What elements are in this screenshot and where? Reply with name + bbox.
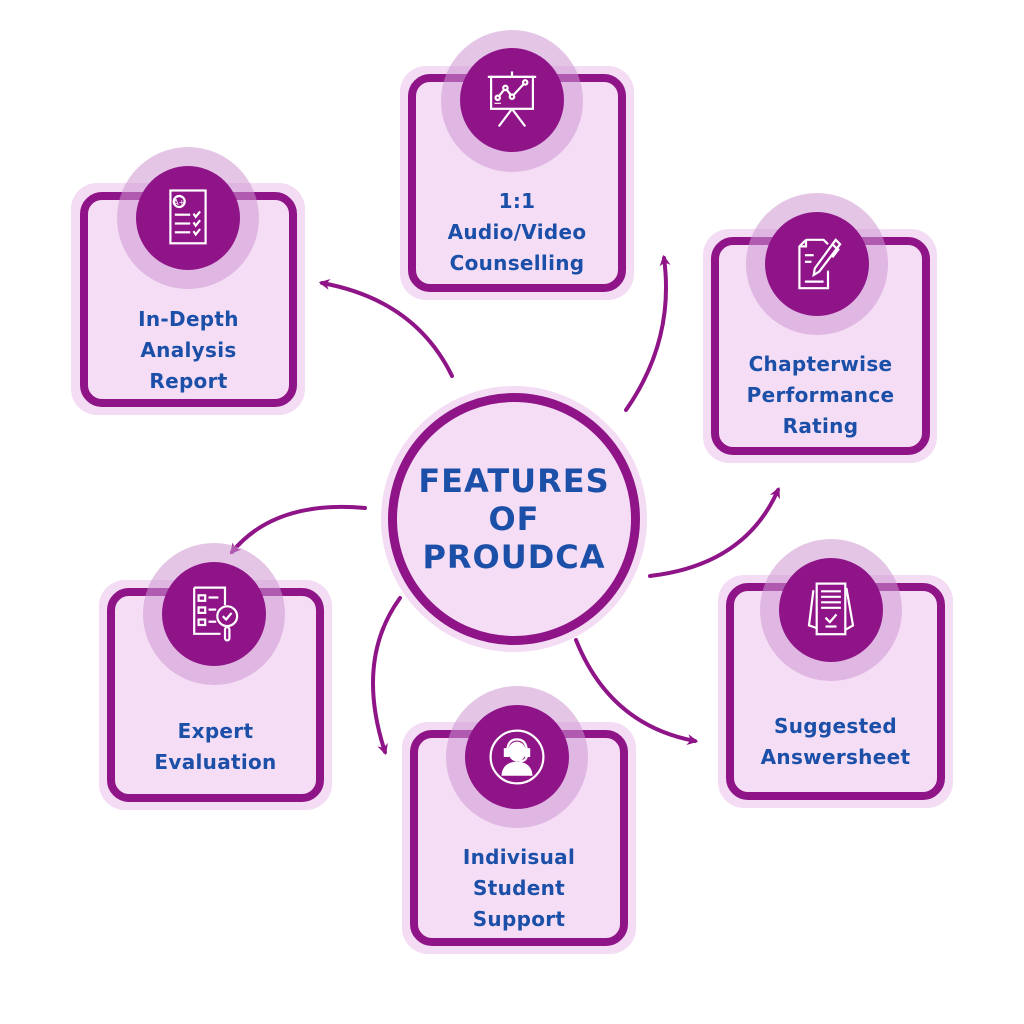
label-line: Analysis — [140, 338, 237, 362]
label-line: Support — [472, 907, 566, 931]
arrow-to-chapterwise — [648, 486, 780, 578]
label-line: Evaluation — [154, 750, 277, 774]
icon-disc — [779, 558, 883, 662]
presentation-chart-icon — [487, 71, 537, 128]
feature-label: Indivisual Student Support — [418, 842, 620, 935]
icon-disc — [460, 48, 564, 152]
label-line: Answersheet — [760, 745, 911, 769]
label-line: Suggested — [774, 714, 897, 738]
title-line-3: PROUDCA — [422, 538, 606, 576]
icon-disc: A+ — [136, 166, 240, 270]
label-line: Audio/Video — [447, 220, 587, 244]
icon-disc — [162, 562, 266, 666]
label-line: Rating — [782, 414, 859, 438]
feature-label: 1:1 Audio/Video Counselling — [416, 186, 618, 279]
label-line: Student — [473, 876, 565, 900]
icon-disc — [765, 212, 869, 316]
arrow-to-in-depth — [318, 278, 454, 378]
label-line: Counselling — [449, 251, 585, 275]
graded-report-icon: A+ — [169, 189, 207, 245]
label-line: Indivisual — [462, 845, 576, 869]
answer-sheet-icon — [807, 582, 855, 636]
arrow-to-answersheet — [574, 638, 699, 745]
center-title-circle: FEATURES OF PROUDCA — [388, 393, 640, 645]
label-line: Report — [149, 369, 228, 393]
title-line-1: FEATURES — [418, 462, 610, 500]
feature-label: In-Depth Analysis Report — [88, 304, 289, 397]
label-line: Chapterwise — [748, 352, 893, 376]
feature-label: Expert Evaluation — [115, 716, 316, 778]
label-line: Expert — [177, 719, 254, 743]
feature-label: Suggested Answersheet — [734, 711, 937, 773]
label-line: 1:1 — [498, 189, 536, 213]
checklist-magnifier-icon — [193, 586, 239, 642]
document-pen-icon — [798, 238, 842, 290]
arrow-to-audio-video — [624, 254, 671, 412]
svg-text:A+: A+ — [173, 198, 185, 207]
label-line: In-Depth — [138, 307, 239, 331]
arrow-to-expert — [229, 504, 367, 555]
title-line-2: OF — [488, 500, 540, 538]
arrow-to-support — [371, 596, 402, 756]
headset-user-icon — [489, 729, 545, 785]
icon-disc — [465, 705, 569, 809]
label-line: Performance — [746, 383, 895, 407]
feature-label: Chapterwise Performance Rating — [719, 349, 922, 442]
